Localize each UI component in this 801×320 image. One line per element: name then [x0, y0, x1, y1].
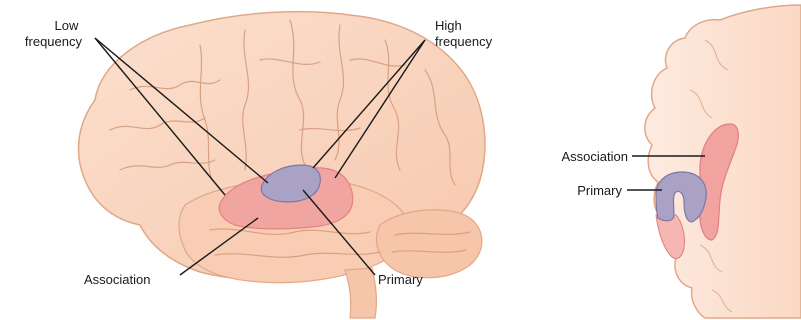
section-association-lower [656, 215, 685, 259]
low-frequency-label: Low frequency [25, 18, 83, 49]
section-view: Association Primary [562, 5, 801, 318]
lateral-brain-view: Low frequency High frequency Association… [25, 12, 493, 318]
section-primary-label: Primary [577, 183, 622, 198]
high-frequency-label: High frequency [435, 18, 493, 49]
primary-label: Primary [378, 272, 423, 287]
cerebellum [376, 210, 481, 278]
brainstem [345, 268, 376, 318]
section-association-label: Association [562, 149, 628, 164]
association-label: Association [84, 272, 150, 287]
